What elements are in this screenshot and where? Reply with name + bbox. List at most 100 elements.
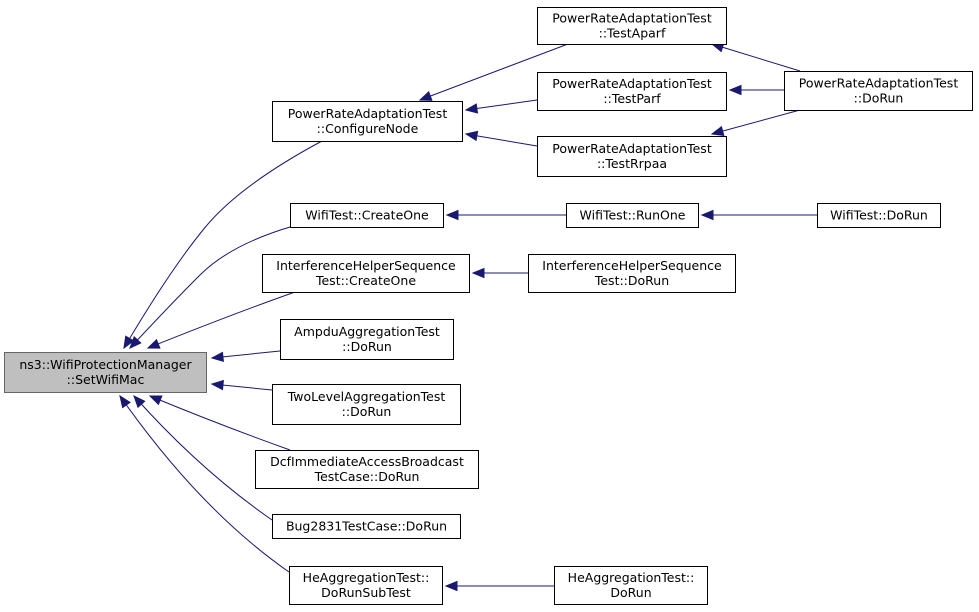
edge-prat_rrpaa-to-prat_config (464, 130, 538, 147)
arrowhead (210, 351, 224, 363)
node-box (272, 514, 461, 539)
node-label-line: PowerRateAdaptationTest (552, 76, 712, 91)
edge-prat_config-to-root (123, 140, 323, 350)
node-label-line: ::DoRun (342, 404, 392, 419)
node-prat_dorun[interactable]: PowerRateAdaptationTest::DoRun (784, 71, 973, 111)
node-prat_rrpaa[interactable]: PowerRateAdaptationTest::TestRrpaa (537, 136, 727, 177)
edge-prat_dorun-to-prat_parf (728, 84, 784, 96)
node-label-line: WifiTest::DoRun (830, 208, 928, 223)
edge-line (119, 395, 290, 573)
node-he_sub[interactable]: HeAggregationTest::DoRunSubTest (289, 566, 443, 605)
edge-line (465, 99, 538, 111)
edge-prat_aparf-to-prat_config (418, 43, 569, 101)
edge-line (149, 395, 291, 451)
node-label-line: InterferenceHelperSequence (276, 258, 456, 273)
edge-he_sub-to-root (119, 394, 290, 573)
arrowhead (123, 335, 135, 350)
node-wt_runone[interactable]: WifiTest::RunOne (566, 203, 699, 228)
node-label-line: ::SetWifiMac (67, 372, 145, 387)
node-box (272, 101, 463, 142)
node-box (289, 566, 443, 605)
node-box (528, 254, 736, 293)
node-label-line: ::ConfigureNode (317, 121, 419, 136)
node-box (262, 254, 470, 293)
node-wt_dorun[interactable]: WifiTest::DoRun (817, 203, 941, 228)
node-label-line: DoRun (610, 585, 651, 600)
node-dcf[interactable]: DcfImmediateAccessBroadcastTestCase::DoR… (255, 450, 479, 489)
arrowhead (445, 209, 459, 221)
edge-bug2831-to-root (133, 395, 273, 521)
edge-wt_dorun-to-wt_runone (700, 209, 817, 221)
root-node-box (4, 352, 207, 393)
node-box (272, 384, 461, 425)
node-label-line: Test::CreateOne (315, 273, 416, 288)
node-label-line: DcfImmediateAccessBroadcast (270, 454, 464, 469)
node-box (280, 319, 454, 360)
node-label-line: ::DoRun (342, 339, 392, 354)
arrowhead (700, 209, 714, 221)
edge-prat_parf-to-prat_config (464, 99, 538, 114)
edge-wt_runone-to-wt_create (445, 209, 566, 221)
node-label-line: Test::DoRun (594, 273, 669, 288)
node-box (817, 203, 941, 228)
node-prat_config[interactable]: PowerRateAdaptationTest::ConfigureNode (272, 101, 463, 142)
edge-ampdu-to-root (210, 350, 281, 363)
arrowhead (210, 379, 224, 391)
edge-line (465, 133, 538, 147)
edges-layer (119, 42, 817, 592)
node-wt_create[interactable]: WifiTest::CreateOne (290, 203, 444, 228)
arrowhead (728, 84, 742, 96)
edge-line (147, 291, 296, 349)
node-label-line: TwoLevelAggregationTest (287, 389, 446, 404)
arrowhead (464, 130, 479, 142)
node-label-line: TestCase::DoRun (314, 469, 420, 484)
node-he_dorun[interactable]: HeAggregationTest::DoRun (554, 566, 708, 605)
arrowhead (129, 336, 142, 349)
node-label-line: AmpduAggregationTest (294, 324, 440, 339)
node-label-line: WifiTest::CreateOne (305, 208, 429, 223)
node-ihs_create[interactable]: InterferenceHelperSequenceTest::CreateOn… (262, 254, 470, 293)
edge-line (419, 43, 569, 101)
nodes-layer: ns3::WifiProtectionManager::SetWifiMac Po… (4, 7, 973, 605)
node-twolevel[interactable]: TwoLevelAggregationTest::DoRun (272, 384, 461, 425)
node-label-line: PowerRateAdaptationTest (799, 76, 959, 91)
node-ampdu[interactable]: AmpduAggregationTest::DoRun (280, 319, 454, 360)
node-box (537, 7, 727, 45)
node-bug2831[interactable]: Bug2831TestCase::DoRun (272, 514, 461, 539)
arrowhead (119, 394, 131, 409)
arrowhead (464, 103, 479, 114)
node-label-line: InterferenceHelperSequence (542, 258, 722, 273)
node-prat_aparf[interactable]: PowerRateAdaptationTest::TestAparf (537, 7, 727, 45)
node-box (566, 203, 699, 228)
edge-line (129, 226, 291, 349)
edge-dcf-to-root (148, 395, 291, 451)
node-box (537, 72, 727, 111)
node-label-line: PowerRateAdaptationTest (552, 141, 712, 156)
node-label-line: WifiTest::RunOne (580, 208, 686, 223)
arrowhead (418, 91, 433, 101)
node-label-line: HeAggregationTest:: (303, 570, 430, 585)
edge-prat_dorun-to-prat_rrpaa (710, 109, 801, 137)
node-label-line: ns3::WifiProtectionManager (19, 357, 192, 372)
node-label-line: DoRunSubTest (321, 585, 411, 600)
edge-line (711, 43, 801, 72)
node-root[interactable]: ns3::WifiProtectionManager::SetWifiMac (4, 352, 207, 393)
node-label-line: Bug2831TestCase::DoRun (286, 519, 447, 534)
edge-ihs_create-to-root (146, 291, 296, 349)
node-box (784, 71, 973, 111)
arrowhead (133, 395, 146, 409)
node-label-line: ::TestAparf (599, 26, 666, 41)
node-label-line: ::TestRrpaa (597, 156, 667, 171)
node-box (290, 203, 444, 228)
edge-wt_create-to-root (129, 226, 291, 349)
arrowhead (710, 125, 725, 137)
edge-line (123, 140, 323, 349)
node-box (537, 136, 727, 177)
edge-he_dorun-to-he_sub (444, 580, 554, 592)
arrowhead (148, 395, 163, 406)
arrowhead (471, 267, 485, 279)
node-box (554, 566, 708, 605)
arrowhead (444, 580, 458, 592)
node-prat_parf[interactable]: PowerRateAdaptationTest::TestParf (537, 72, 727, 111)
